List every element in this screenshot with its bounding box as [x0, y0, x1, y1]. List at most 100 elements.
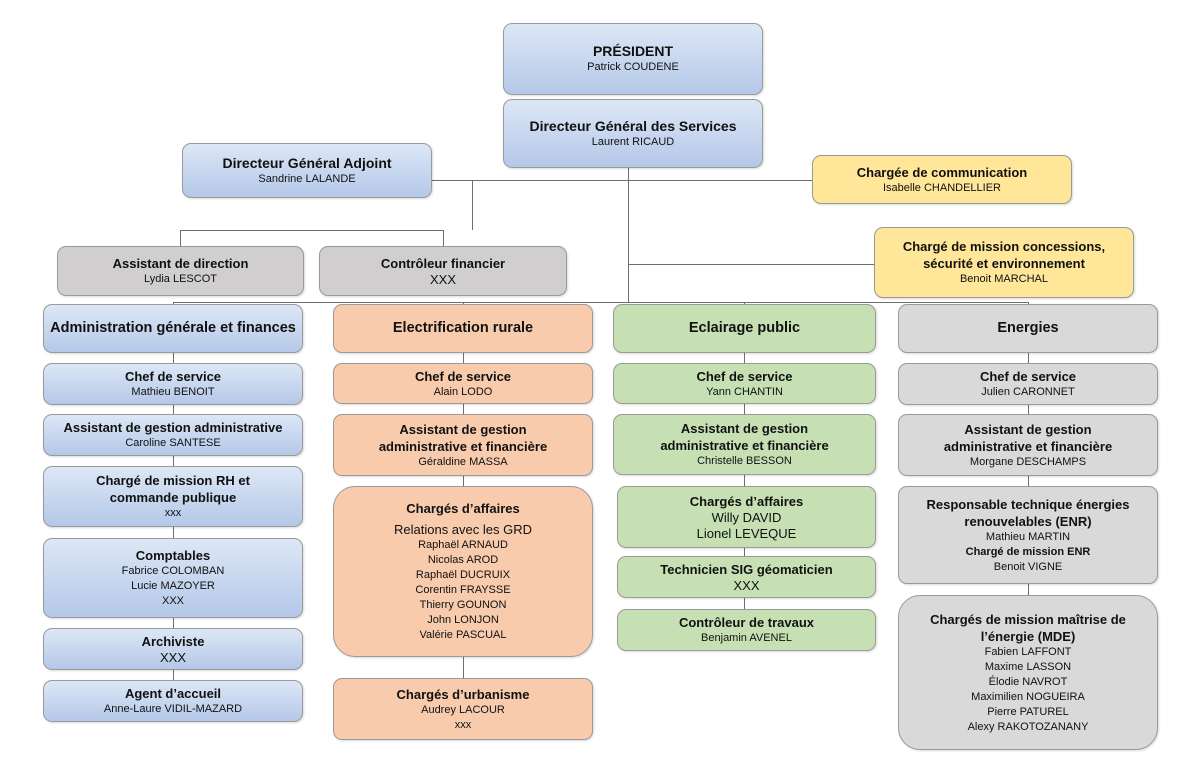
- org-box-h1: Administration générale et finances: [43, 304, 303, 353]
- box-line: Alexy RAKOTOZANANY: [967, 720, 1089, 733]
- box-line: Pierre PATUREL: [987, 705, 1069, 718]
- box-title: PRÉSIDENT: [592, 43, 674, 59]
- box-line: XXX: [161, 595, 184, 607]
- org-box-concessions: Chargé de mission concessions, sécurité …: [874, 227, 1134, 298]
- org-box-c4b: Assistant de gestion administrative et f…: [898, 414, 1158, 476]
- connector-line: [744, 302, 745, 304]
- box-line: Relations avec les GRD: [394, 522, 532, 537]
- box-line: Anne-Laure VIDIL-MAZARD: [103, 703, 243, 715]
- box-line: Benjamin AVENEL: [701, 632, 792, 644]
- org-box-c4d: Chargés de mission maîtrise de l’énergie…: [898, 595, 1158, 750]
- box-line: Alain LODO: [433, 385, 493, 398]
- box-title: Chargés d’affaires: [406, 501, 520, 516]
- org-box-h2: Electrification rurale: [333, 304, 593, 353]
- box-title: Chef de service: [696, 368, 793, 384]
- box-title: Responsable technique énergies renouvela…: [926, 496, 1130, 529]
- box-line: Chargé de mission ENR: [965, 545, 1091, 558]
- box-title: Assistant de gestion administrative et f…: [378, 421, 548, 454]
- box-line: Mathieu MARTIN: [985, 530, 1071, 543]
- connector-line: [180, 230, 443, 231]
- box-title: Assistant de direction: [112, 256, 249, 271]
- box-line: Yann CHANTIN: [706, 385, 783, 398]
- box-line: Raphaël ARNAUD: [418, 539, 508, 551]
- box-title: Assistant de gestion administrative et f…: [943, 421, 1113, 454]
- connector-line: [173, 302, 174, 304]
- box-line: Fabien LAFFONT: [984, 645, 1072, 658]
- box-line: Lydia LESCOT: [144, 273, 217, 285]
- box-line: Valérie PASCUAL: [419, 629, 507, 641]
- box-title: Chargée de communication: [856, 164, 1028, 180]
- box-line: Corentin FRAYSSE: [415, 584, 511, 596]
- box-line: Maxime LASSON: [984, 660, 1072, 673]
- box-title: Chargés d’affaires: [689, 493, 804, 509]
- box-line: Isabelle CHANDELLIER: [883, 181, 1001, 194]
- box-line: Mathieu BENOIT: [131, 386, 215, 398]
- box-title: Energies: [997, 320, 1059, 336]
- connector-line: [744, 353, 745, 609]
- box-title: Contrôleur de travaux: [678, 615, 815, 630]
- box-line: Patrick COUDENE: [587, 61, 679, 73]
- box-line: Benoit VIGNE: [993, 560, 1063, 573]
- box-line: Lionel LEVEQUE: [696, 525, 797, 541]
- box-title: Contrôleur financier: [380, 255, 506, 271]
- box-title: Chargés d’urbanisme: [396, 686, 530, 702]
- box-title: Directeur Général Adjoint: [222, 154, 392, 171]
- box-title: Administration générale et finances: [50, 320, 296, 336]
- connector-line: [628, 168, 629, 303]
- box-line: Thierry GOUNON: [419, 599, 507, 611]
- box-title: Technicien SIG géomaticien: [660, 561, 833, 577]
- connector-line: [628, 264, 874, 265]
- box-title: Assistant de gestion administrative et f…: [660, 421, 829, 453]
- connector-line: [432, 180, 812, 181]
- box-line: Morgane DESCHAMPS: [969, 455, 1087, 468]
- box-title: Chargé de mission RH et commande publiqu…: [96, 473, 250, 505]
- box-title: Comptables: [135, 548, 211, 563]
- box-line: Fabrice COLOMBAN: [121, 565, 225, 577]
- box-title: Chargé de mission concessions, sécurité …: [902, 239, 1106, 271]
- org-box-c3b: Assistant de gestion administrative et f…: [613, 414, 876, 475]
- org-box-c4c: Responsable technique énergies renouvela…: [898, 486, 1158, 584]
- box-line: Benoit MARCHAL: [959, 273, 1049, 285]
- box-line: Christelle BESSON: [697, 455, 792, 467]
- box-line: Raphaël DUCRUIX: [415, 569, 511, 581]
- box-line: xxx: [164, 507, 182, 519]
- box-title: Chef de service: [979, 369, 1077, 384]
- box-line: John LONJON: [427, 614, 499, 626]
- box-title: Electrification rurale: [392, 320, 534, 336]
- box-line: Caroline SANTESE: [125, 437, 221, 449]
- connector-line: [180, 230, 181, 246]
- box-line: XXX: [159, 649, 186, 665]
- connector-line: [443, 230, 444, 246]
- box-title: Assistant de gestion administrative: [63, 420, 283, 435]
- box-title: Chef de service: [124, 369, 222, 384]
- box-line: Nicolas AROD: [427, 554, 499, 566]
- connector-line: [463, 302, 464, 304]
- box-line: Sandrine LALANDE: [258, 172, 356, 185]
- box-title: Chargés de mission maîtrise de l’énergie…: [930, 611, 1126, 644]
- box-title: Agent d’accueil: [124, 686, 222, 701]
- box-line: Lucie MAZOYER: [131, 580, 215, 592]
- box-title: Directeur Général des Services: [529, 117, 737, 134]
- box-line: Willy DAVID: [711, 509, 782, 525]
- box-line: XXX: [733, 577, 760, 593]
- box-title: Eclairage public: [688, 320, 801, 336]
- connector-line: [1028, 302, 1029, 304]
- box-line: Laurent RICAUD: [591, 135, 675, 148]
